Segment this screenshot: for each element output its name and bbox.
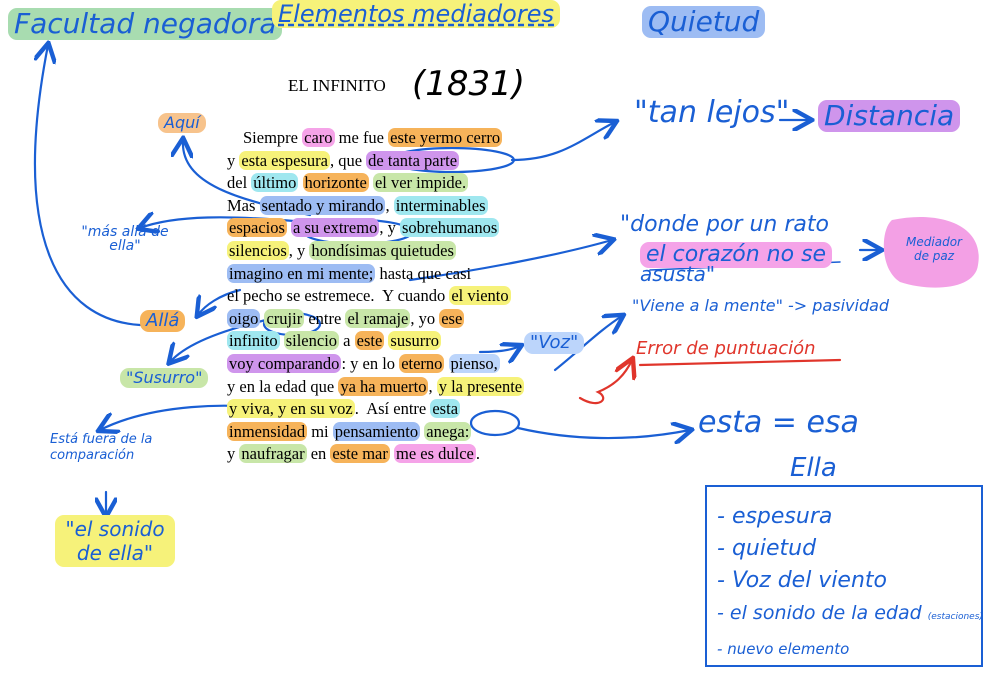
- arrow-to-error: [578, 360, 632, 405]
- note-quietud: Quietud: [642, 6, 766, 38]
- poem-line: silencios, y hondísimas quietudes: [227, 240, 456, 260]
- ella-list-box: - espesura - quietud - Voz del viento - …: [705, 485, 983, 667]
- note-error: Error de puntuación: [636, 338, 816, 359]
- poem-line: Siempre caro me fue este yermo cerro: [243, 128, 503, 147]
- ella-sub-note: (estaciones): [927, 612, 983, 622]
- arrow-to-esta-esa: [516, 428, 690, 438]
- poem-line: infinito silencio a este susurro: [227, 331, 441, 351]
- poem-line: y en la edad que ya ha muerto, y la pres…: [227, 376, 525, 396]
- arrow-to-tan-lejos: [510, 122, 615, 162]
- ella-item-text: el sonido de la edad: [729, 602, 922, 624]
- note-aqui: Aquí: [158, 113, 206, 133]
- note-facultad: Facultad negadora: [8, 8, 283, 40]
- note-donde-2: el corazón no se: [640, 242, 833, 268]
- poem-line: voy comparando: y en lo eterno pienso,: [227, 353, 500, 373]
- note-viene: "Viene a la mente" -> pasividad: [632, 296, 890, 315]
- note-esta-esa: esta = esa: [698, 405, 859, 440]
- note-susurro: "Susurro": [120, 368, 209, 388]
- arrow-to-voz: [478, 346, 520, 352]
- poem-title-text: EL INFINITO: [288, 76, 386, 95]
- note-donde-1: "donde por un rato: [620, 212, 829, 237]
- poem-line: espacios a su extremo, y sobrehumanos: [227, 218, 500, 238]
- poem-line: del último horizonte el ver impide.: [227, 173, 469, 193]
- ella-item: - nuevo elemento: [717, 640, 850, 658]
- note-tan-lejos: "tan lejos": [634, 95, 790, 130]
- ella-item: - espesura: [717, 504, 833, 529]
- poem-line: Mas sentado y mirando, interminables: [227, 195, 488, 215]
- ella-item-text: espesura: [731, 504, 833, 529]
- poem-body: Siempre caro me fue este yermo cerro y e…: [227, 127, 525, 466]
- ella-item-text: nuevo elemento: [727, 640, 850, 658]
- note-elementos: Elementos mediadores: [272, 0, 560, 28]
- ella-item: - Voz del viento: [717, 568, 888, 593]
- ella-item: - el sonido de la edad (estaciones): [717, 602, 983, 624]
- poem-line: oigo crujir entre el ramaje, yo ese: [227, 308, 465, 328]
- note-alla: Allá: [140, 310, 186, 332]
- note-donde-3: asusta": [640, 262, 716, 286]
- poem-year: (1831): [412, 64, 526, 104]
- note-distancia: Distancia: [818, 100, 961, 132]
- arrow-alla-to-facultad: [35, 45, 142, 327]
- poem-line: el pecho se estremece. Y cuando el vient…: [227, 286, 511, 306]
- poem-line: y esta espesura, que de tanta parte: [227, 150, 460, 170]
- circle-esta: [469, 409, 521, 437]
- note-ella: Ella: [790, 453, 837, 483]
- note-voz: "Voz": [524, 332, 585, 354]
- poem-line: inmensidad mi pensamiento anega:: [227, 421, 472, 441]
- poem-line: y naufragar en este mar me es dulce.: [227, 444, 480, 464]
- ella-item: - quietud: [717, 536, 817, 561]
- ella-item-text: quietud: [731, 536, 817, 561]
- poem-line: imagino en mi mente; hasta que casi: [227, 263, 472, 283]
- underline-error: [638, 358, 842, 367]
- arrow-to-viene: [553, 316, 622, 372]
- note-mediador: Mediador de paz: [906, 235, 962, 263]
- ella-list: - espesura - quietud - Voz del viento - …: [707, 487, 983, 665]
- ella-item-text: Voz del viento: [731, 568, 888, 593]
- poem-line: y viva, y en su voz. Así entre esta: [227, 399, 461, 419]
- note-fuera: Está fuera de la comparación: [50, 432, 153, 463]
- arrow-to-donde: [408, 240, 612, 282]
- arrow-to-alla: [198, 288, 242, 315]
- note-mas-alla: "más allá de ella": [81, 224, 169, 254]
- note-sonido: "el sonido de ella": [55, 515, 175, 567]
- mediador-blob: [883, 217, 979, 288]
- poem-title: EL INFINITO: [288, 76, 386, 96]
